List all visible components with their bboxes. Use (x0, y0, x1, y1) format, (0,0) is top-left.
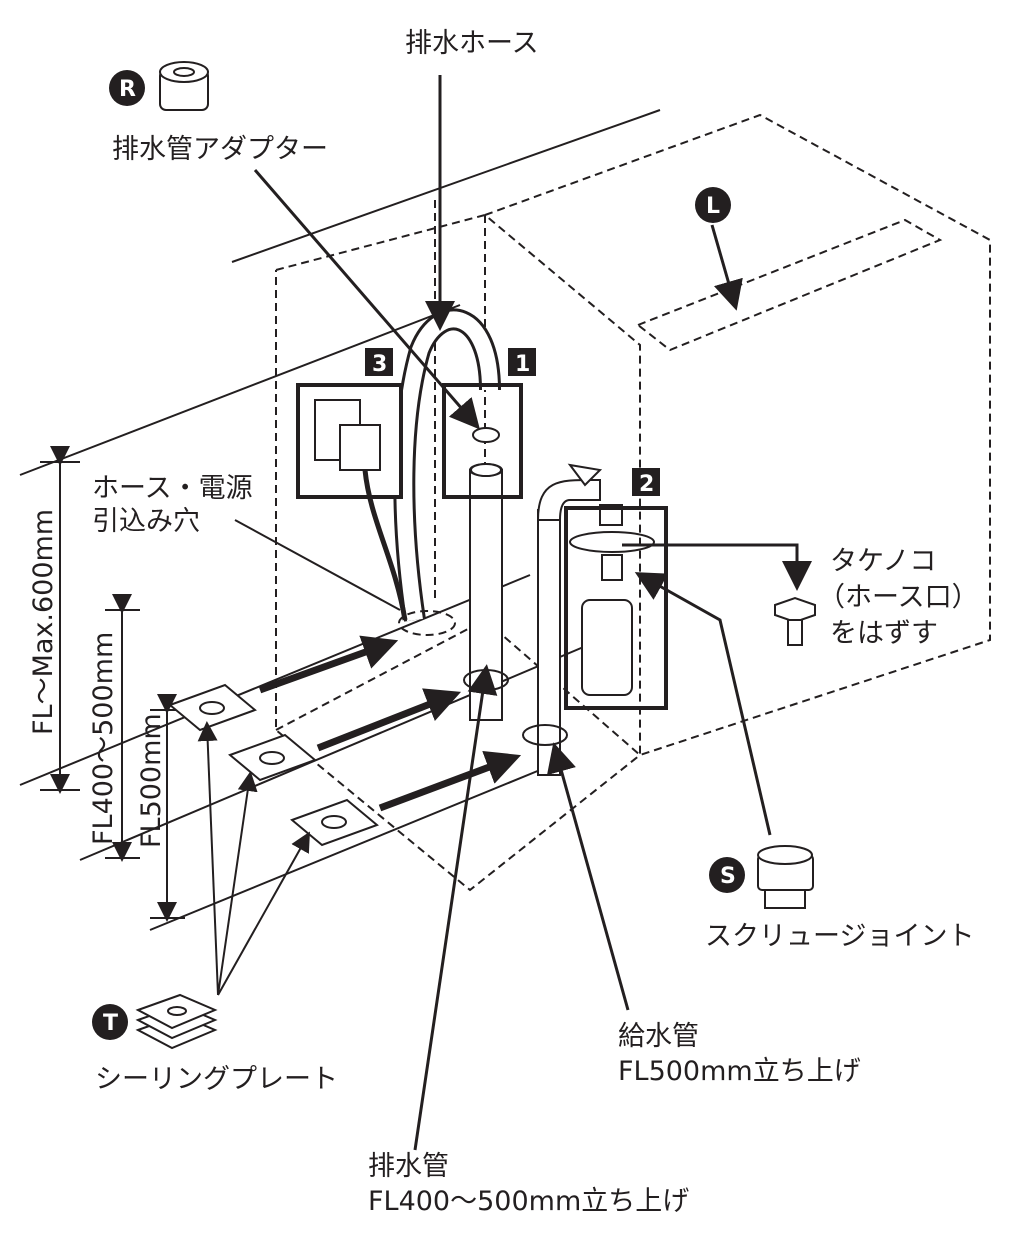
fl-500-label: FL500mm (136, 713, 167, 848)
drain-pipe-label-1: 排水管 (368, 1151, 449, 1182)
step3-box: 3 (296, 348, 408, 621)
badge-s: S (720, 864, 736, 889)
step1-box: 1 (442, 348, 536, 499)
sealing-plates (168, 635, 522, 996)
wall-lines (19, 109, 661, 931)
hole-label-2: 引込み穴 (92, 506, 200, 537)
takenoko-label-3: をはずす (830, 618, 938, 649)
drain-adapter-icon: R (109, 61, 209, 111)
leader-lines (234, 75, 772, 1151)
badge-l: L (706, 194, 720, 219)
hose-hole (398, 610, 456, 636)
takenoko-label-1: タケノコ (830, 546, 936, 577)
drain-pipe-label-2: FL400～500mm立ち上げ (368, 1186, 689, 1217)
sealing-plate-icon: T (92, 993, 218, 1050)
step2-box: 2 (564, 468, 812, 710)
badge-t: T (103, 1011, 118, 1036)
badge-r: R (119, 77, 136, 102)
fl-max-label: FL～Max.600mm (28, 509, 59, 735)
drain-pipe (463, 463, 509, 721)
fl-400-500-label: FL400～500mm (88, 632, 119, 845)
sealing-plate-label: シーリングプレート (95, 1064, 338, 1095)
takenoko-label-2: （ホース口） (818, 582, 979, 613)
supply-pipe-label-1: 給水管 (618, 1021, 699, 1052)
screw-joint-label: スクリュージョイント (705, 921, 974, 952)
step2-badge: 2 (639, 472, 654, 497)
step1-badge: 1 (515, 352, 530, 377)
hole-label-1: ホース・電源 (92, 473, 253, 504)
screw-joint-icon: S (709, 845, 814, 909)
supply-pipe (522, 463, 623, 776)
drain-hose-label: 排水ホース (405, 28, 539, 59)
supply-pipe-label-2: FL500mm立ち上げ (618, 1056, 861, 1087)
step3-badge: 3 (372, 352, 387, 377)
cabinet-outline (275, 113, 991, 892)
takenoko-icon (774, 596, 816, 646)
badge-l-group: L (695, 187, 731, 223)
drain-adapter-label: 排水管アダプター (112, 134, 328, 165)
